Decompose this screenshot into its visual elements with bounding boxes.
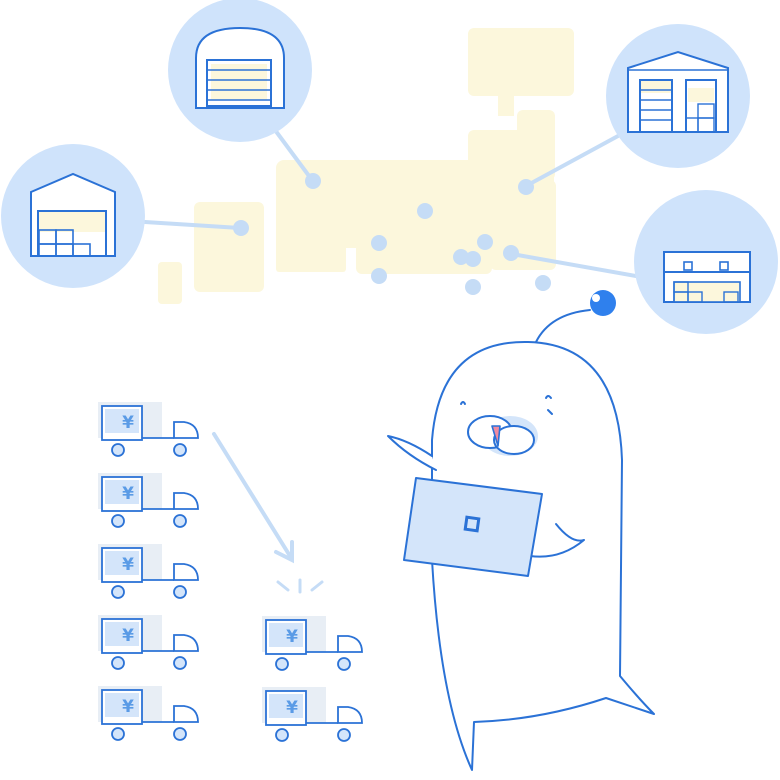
truck-icon: ¥ xyxy=(262,687,363,742)
yen-symbol: ¥ xyxy=(286,627,298,647)
truck-icon: ¥ xyxy=(98,473,199,528)
yen-symbol: ¥ xyxy=(286,698,298,718)
truck-icon: ¥ xyxy=(98,615,199,670)
yen-symbol: ¥ xyxy=(122,626,134,646)
laptop-icon xyxy=(403,477,543,577)
truck-icon: ¥ xyxy=(98,402,199,457)
sparkle-icon xyxy=(276,578,324,594)
map-location-dots xyxy=(233,173,551,295)
connection-lines xyxy=(143,128,638,278)
truck-icon: ¥ xyxy=(98,544,199,599)
yen-symbol: ¥ xyxy=(122,484,134,504)
warehouse-grid-icon xyxy=(634,190,778,334)
yen-symbol: ¥ xyxy=(122,555,134,575)
arrow-icon xyxy=(212,432,294,564)
warehouse-hangar-icon xyxy=(168,0,312,142)
yen-symbol: ¥ xyxy=(122,697,134,717)
seal-mascot xyxy=(387,290,655,771)
truck-icon: ¥ xyxy=(262,616,363,671)
japan-map xyxy=(158,28,574,304)
truck-fleet: ¥ ¥ ¥ ¥ ¥ ¥ ¥ xyxy=(98,402,363,742)
warehouse-tall-icon xyxy=(606,24,750,168)
truck-icon: ¥ xyxy=(98,686,199,741)
yen-symbol: ¥ xyxy=(122,413,134,433)
warehouse-shelves-icon xyxy=(1,144,145,288)
